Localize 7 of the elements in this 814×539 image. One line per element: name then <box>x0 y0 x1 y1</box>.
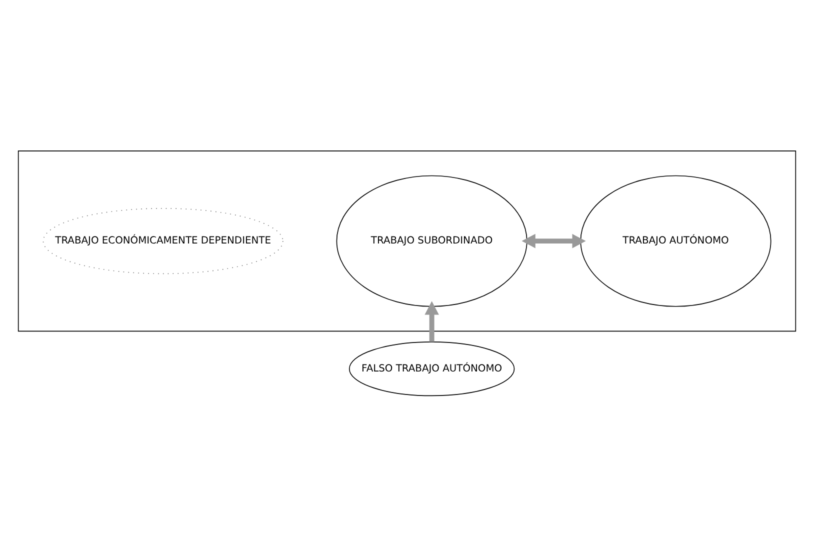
node-ellipse: TRABAJO SUBORDINADO <box>336 174 528 306</box>
arrow <box>424 300 439 342</box>
node-ellipse: TRABAJO ECONÓMICAMENTE DEPENDIENTE <box>42 207 284 274</box>
arrow <box>522 233 586 248</box>
node-ellipse: TRABAJO AUTÓNOMO <box>580 174 772 306</box>
cluster <box>18 150 796 332</box>
node-ellipse: FALSO TRABAJO AUTÓNOMO <box>348 341 515 396</box>
